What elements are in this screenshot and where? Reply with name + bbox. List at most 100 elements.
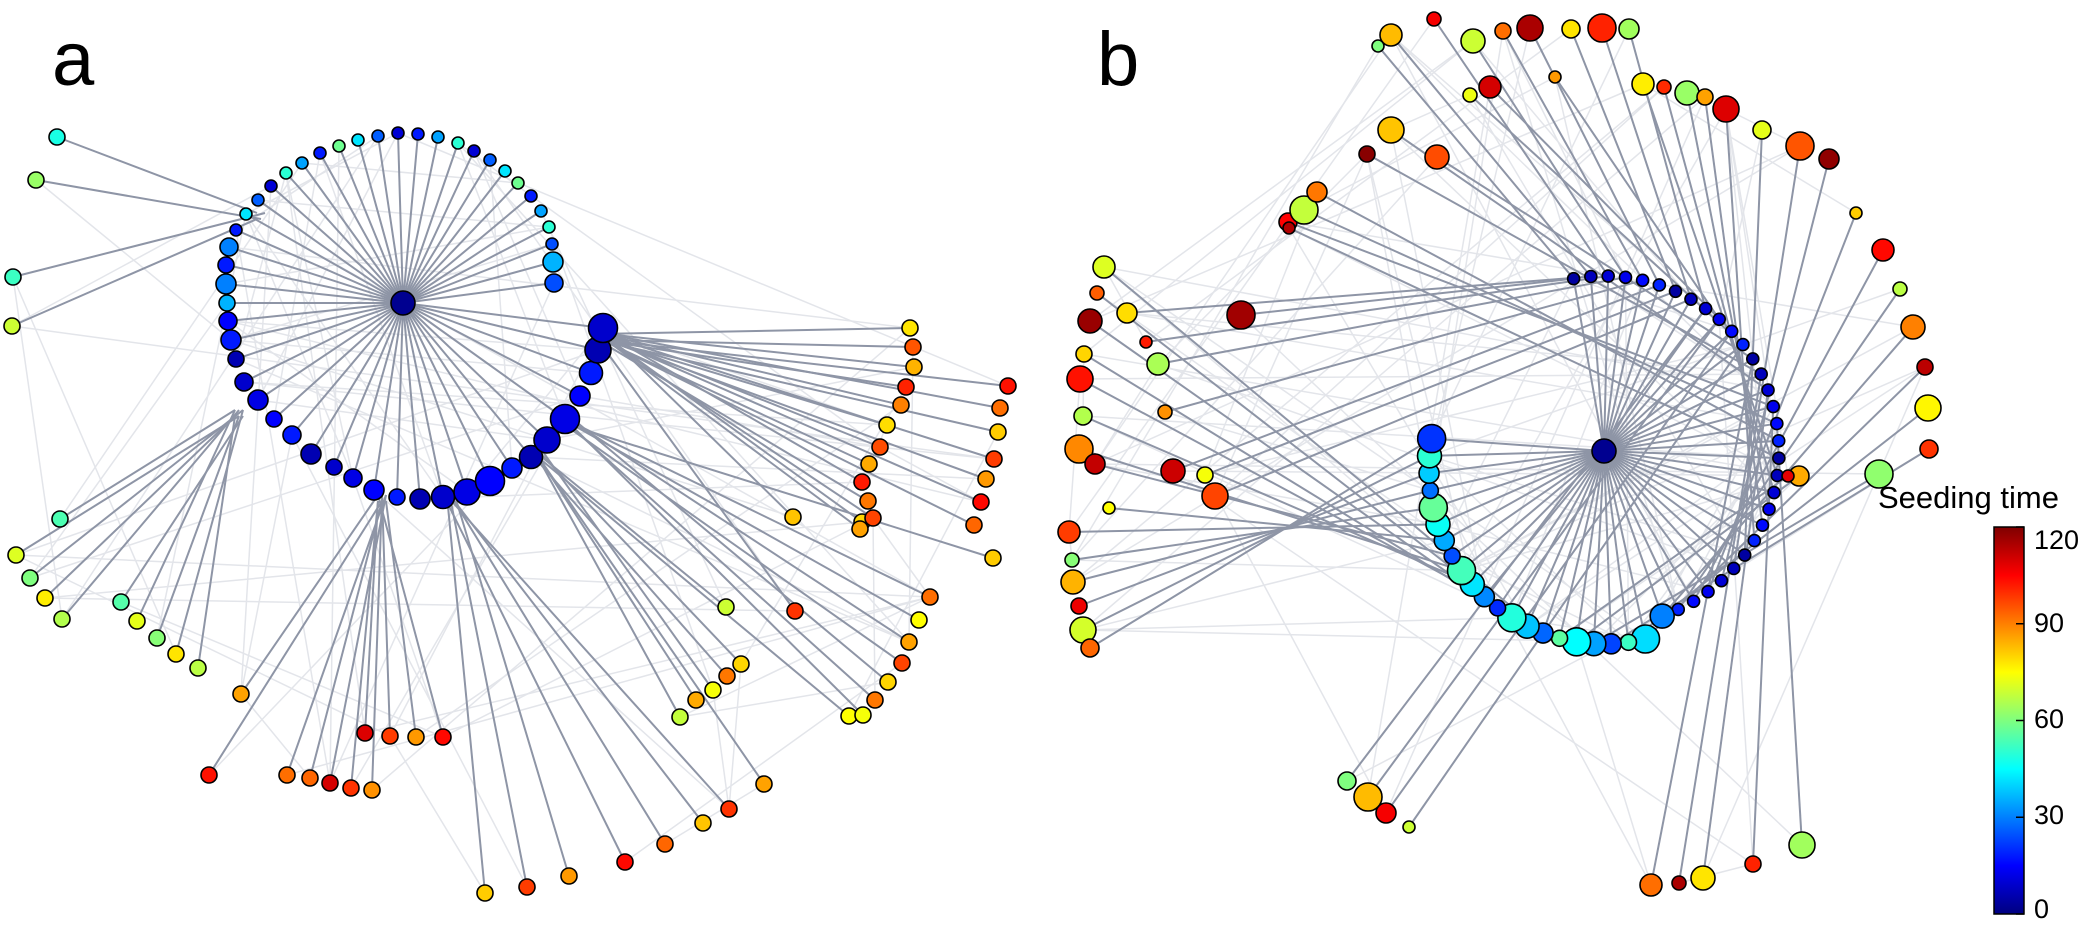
tree-edge (1429, 450, 1605, 457)
tree-edge (59, 409, 236, 520)
tree-edge (357, 139, 404, 304)
tree-edge (227, 302, 404, 322)
network-node (1084, 453, 1106, 475)
tree-edge (402, 159, 491, 304)
network-node (409, 488, 431, 510)
network-node (1631, 72, 1655, 96)
network-node (1762, 502, 1776, 516)
tree-edge (601, 339, 914, 348)
tree-edge (564, 418, 864, 716)
colorbar-tick-label: 0 (2034, 894, 2050, 924)
tree-edge (402, 170, 506, 304)
network-node (218, 311, 238, 331)
background-edge (473, 150, 581, 397)
network-node (407, 728, 425, 746)
network-node (53, 610, 71, 628)
tree-edge (605, 333, 863, 483)
network-node (371, 129, 385, 143)
network-node (239, 207, 253, 221)
network-node (704, 681, 722, 699)
tree-edge (29, 409, 244, 579)
network-node (1752, 120, 1772, 140)
tree-edge (597, 339, 796, 612)
tree-edge (1603, 450, 1680, 610)
colorbar-tick-label: 30 (2034, 800, 2065, 830)
network-node (1712, 95, 1740, 123)
colorbar-title: Seeding time (1878, 480, 2059, 515)
network-node (278, 766, 296, 784)
network-node (1092, 255, 1116, 279)
background-edge (59, 162, 303, 520)
network-node (251, 193, 265, 207)
network-node (247, 389, 269, 411)
background-edge (1428, 472, 1652, 886)
network-node (1772, 451, 1786, 465)
tree-edge (364, 500, 379, 734)
network-node (755, 775, 773, 793)
background-edge (1126, 312, 1777, 425)
tree-edge (402, 195, 532, 304)
tree-edge (402, 150, 475, 304)
tree-edge (301, 162, 404, 304)
background-edge (243, 381, 995, 460)
background-edge (1103, 266, 1473, 585)
tree-edge (1367, 318, 1721, 798)
background-edge (230, 339, 592, 374)
background-edge (235, 172, 287, 360)
network-node (4, 268, 22, 286)
tree-edge (245, 213, 404, 304)
background-edge (329, 282, 555, 784)
tree-edge (1702, 389, 1770, 879)
tree-edge (601, 333, 995, 460)
tree-edge (564, 418, 931, 598)
tree-edge (240, 494, 379, 695)
network-node (219, 237, 239, 257)
network-node (1701, 584, 1715, 599)
network-node (1818, 148, 1840, 170)
tree-edge (568, 418, 910, 643)
network-node (234, 372, 254, 392)
network-node (1306, 181, 1328, 203)
tree-edge (1443, 450, 1605, 542)
tree-edge (235, 302, 404, 360)
network-node (48, 128, 66, 146)
network-node (1754, 367, 1768, 381)
network-node (1443, 547, 1461, 565)
network-node (1337, 771, 1357, 791)
tree-edge (597, 333, 861, 530)
network-node (569, 385, 591, 407)
network-node (220, 329, 242, 351)
tree-edge (601, 339, 1009, 387)
network-node (1849, 206, 1863, 220)
tree-edge (402, 302, 444, 498)
background-edge (1082, 96, 1706, 631)
network-node (264, 179, 278, 193)
tree-edge (1436, 156, 1754, 360)
background-edge (352, 477, 444, 738)
tree-edge (1603, 450, 1664, 617)
tree-edge (285, 172, 404, 304)
panel-label-b: b (1097, 17, 1140, 102)
network-node (853, 473, 871, 491)
network-node (860, 455, 878, 473)
network-node (167, 645, 185, 663)
network-node (1516, 14, 1544, 42)
background-edge (1089, 40, 1474, 322)
tree-edge (605, 339, 874, 519)
network-node (1747, 533, 1762, 548)
background-edge (29, 302, 228, 579)
background-edge (240, 693, 311, 779)
network-node (910, 611, 928, 629)
tree-edge (319, 152, 404, 304)
network-node (1619, 633, 1638, 652)
network-node (905, 358, 923, 376)
background-edge (466, 327, 604, 493)
tree-edge (1677, 288, 1901, 611)
network-node (1587, 13, 1617, 43)
background-edge (1082, 415, 1498, 609)
background-edge (1429, 30, 1504, 491)
network-node (1674, 80, 1700, 106)
network-node (560, 867, 578, 885)
tree-edge (1377, 45, 1575, 280)
network-node (1201, 482, 1229, 510)
